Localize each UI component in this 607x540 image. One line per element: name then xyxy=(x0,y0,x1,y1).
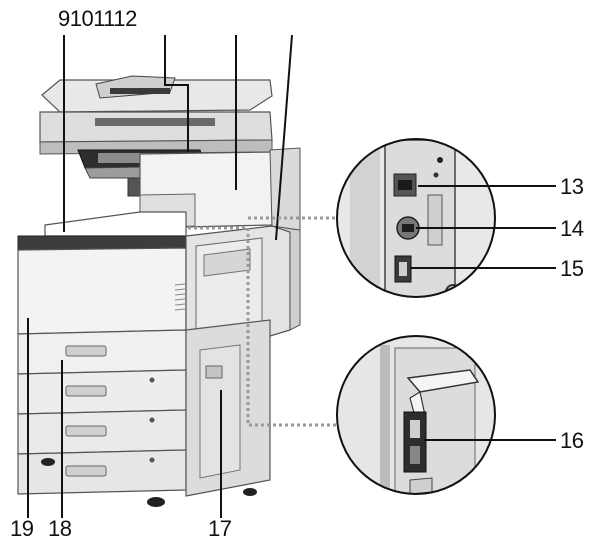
main-body xyxy=(17,235,187,335)
callout-19: 19 xyxy=(10,516,34,540)
callout-labels: 9101112 13 14 15 16 17 18 19 xyxy=(10,6,584,540)
right-side-panel xyxy=(185,147,301,347)
dotted-connectors xyxy=(188,216,338,427)
paper-drawers xyxy=(17,319,271,497)
latch-detail-circle xyxy=(336,335,496,495)
document-feeder xyxy=(39,75,273,155)
callout-15: 15 xyxy=(560,256,584,281)
leader-lines-top xyxy=(63,34,293,241)
leader-lines-bottom xyxy=(27,318,222,518)
callout-14: 14 xyxy=(560,216,584,241)
ports-detail-circle xyxy=(336,138,496,298)
callout-18: 18 xyxy=(48,516,72,540)
casters xyxy=(41,458,257,507)
callout-13: 13 xyxy=(560,174,584,199)
callout-17: 17 xyxy=(208,516,232,540)
printer-illustration xyxy=(17,75,301,507)
leader-lines-right xyxy=(410,185,556,441)
callout-16: 16 xyxy=(560,428,584,453)
callout-9-10-11-12: 9101112 xyxy=(58,6,137,31)
